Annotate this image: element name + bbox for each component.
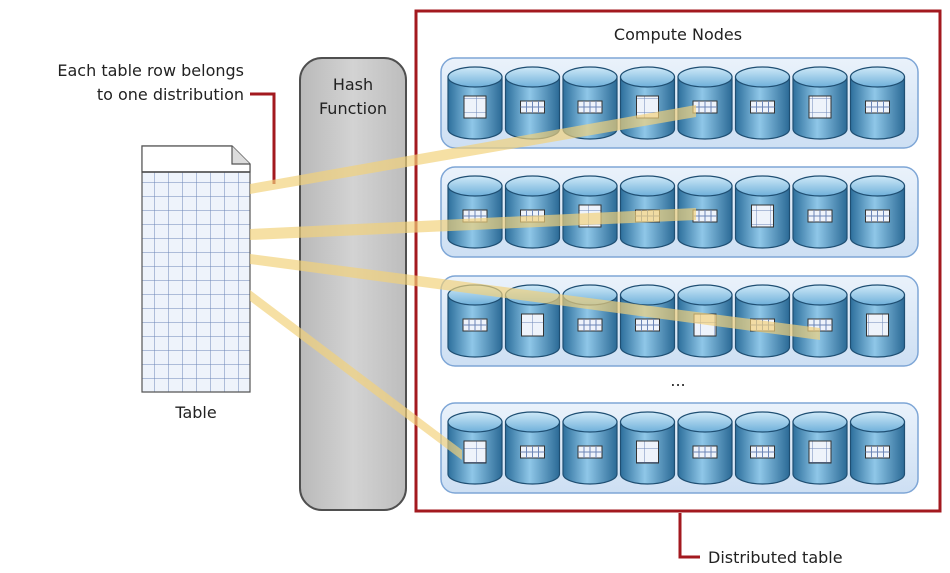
storage-cylinder-icon: [849, 411, 906, 485]
table-slice-icon: [751, 204, 774, 228]
storage-cylinder-icon: [849, 284, 906, 358]
table-slice-icon: [692, 445, 718, 459]
storage-cylinder-icon: [792, 411, 848, 485]
storage-cylinder-icon: [849, 66, 906, 140]
table-slice-icon: [521, 313, 544, 337]
storage-cylinder-icon: [619, 411, 676, 485]
storage-cylinder-icon: [447, 175, 503, 249]
storage-cylinder-icon: [792, 284, 848, 358]
table-slice-icon: [463, 440, 487, 464]
storage-cylinder-icon: [792, 175, 848, 249]
table-slice-icon: [808, 440, 832, 464]
table-slice-icon: [577, 318, 603, 332]
table-header-band: [141, 145, 251, 173]
hash-function-label-line-1: Hash: [333, 75, 373, 94]
storage-cylinder-icon: [677, 284, 733, 358]
storage-cylinder-icon: [447, 411, 503, 485]
table-slice-icon: [865, 100, 890, 114]
annotation-line-2: to one distribution: [97, 85, 244, 104]
table-slice-icon: [577, 445, 603, 459]
table-slice-icon: [692, 100, 718, 114]
table-slice-icon: [865, 209, 890, 223]
compute-node-row: [440, 402, 919, 494]
storage-cylinder-icon: [504, 175, 561, 249]
compute-nodes-frame: [414, 9, 942, 513]
storage-cylinder-icon: [677, 175, 733, 249]
table-page-fold-icon: [231, 146, 250, 165]
annotation-line-1: Each table row belongs: [57, 61, 244, 80]
distribution-mappings: [250, 105, 820, 460]
table-slice-icon: [635, 318, 660, 332]
table-slice-icon: [520, 445, 545, 459]
annotation-connector: [250, 92, 276, 184]
table-slice-icon: [750, 100, 775, 114]
storage-cylinder-icon: [504, 284, 561, 358]
compute-nodes-title: Compute Nodes: [614, 25, 742, 44]
storage-cylinder-icon: [562, 175, 618, 249]
table-slice-icon: [636, 440, 659, 464]
mapping-band: [250, 105, 696, 194]
table-slice-icon: [866, 313, 889, 337]
storage-cylinder-icon: [792, 66, 848, 140]
storage-cylinder-icon: [504, 66, 561, 140]
table-slice-icon: [462, 318, 488, 332]
storage-cylinder-icon: [504, 411, 561, 485]
storage-cylinder-icon: [447, 66, 503, 140]
storage-cylinder-icon: [619, 284, 676, 358]
table-slice-icon: [520, 100, 545, 114]
table-slice-icon: [577, 100, 603, 114]
table-slice-icon: [865, 445, 890, 459]
table-slice-icon: [808, 95, 832, 119]
table-slice-icon: [463, 95, 487, 119]
storage-cylinder-icon: [677, 66, 733, 140]
table-slice-icon: [807, 209, 833, 223]
table-slice-icon: [692, 209, 718, 223]
mapping-band: [250, 254, 820, 340]
storage-cylinder-icon: [849, 175, 906, 249]
storage-cylinder-icon: [734, 66, 791, 140]
storage-cylinder-icon: [562, 411, 618, 485]
storage-cylinder-icon: [734, 175, 791, 249]
storage-cylinder-icon: [677, 411, 733, 485]
distributed-table-connector: [678, 513, 700, 559]
distributed-table-label: Distributed table: [708, 548, 843, 567]
mapping-band: [250, 290, 462, 460]
table-slice-icon: [750, 445, 775, 459]
source-table: [141, 145, 251, 393]
table-label: Table: [174, 403, 216, 422]
hash-function-label-line-2: Function: [319, 99, 387, 118]
mapping-band: [250, 208, 696, 240]
compute-node-rows: [440, 57, 919, 494]
hash-function-block: [299, 57, 407, 511]
storage-cylinder-icon: [734, 411, 791, 485]
compute-nodes-ellipsis: ...: [670, 371, 685, 390]
compute-node-row: [440, 57, 919, 149]
